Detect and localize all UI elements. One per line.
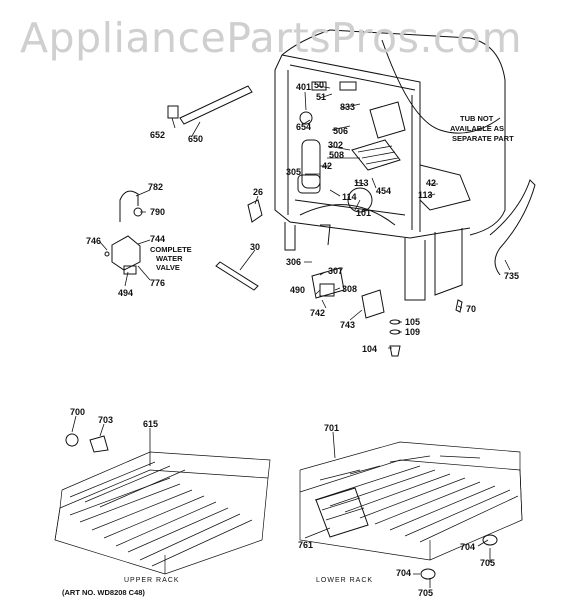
part-label: 746 xyxy=(86,236,101,246)
tub-note-line: TUB NOT xyxy=(460,114,494,123)
part-label: 113 xyxy=(418,190,433,200)
part-label: 51 xyxy=(316,92,326,102)
part-label: 704 xyxy=(396,568,411,578)
valve-note-line: COMPLETE xyxy=(150,245,192,254)
tub-note: TUB NOT AVAILABLE AS SEPARATE PART xyxy=(450,114,514,143)
watermark: AppliancePartsPros.com xyxy=(20,14,523,62)
part-label: 401 xyxy=(296,82,311,92)
part-label: 782 xyxy=(148,182,163,192)
tub-assembly xyxy=(274,29,506,301)
part-label: 494 xyxy=(118,288,133,298)
part-label: 109 xyxy=(405,327,420,337)
part-label: 113 xyxy=(354,178,369,188)
part-label: 735 xyxy=(504,271,519,281)
part-label: 30 xyxy=(250,242,260,252)
part-label: 508 xyxy=(329,150,344,160)
part-label: 704 xyxy=(460,542,475,552)
tub-note-line: SEPARATE PART xyxy=(452,134,514,143)
part-label: 104 xyxy=(362,344,377,354)
part-label: 705 xyxy=(480,558,495,568)
part-label: 101 xyxy=(356,208,371,218)
left-parts xyxy=(104,85,536,357)
part-label: 26 xyxy=(253,187,263,197)
part-label: 833 xyxy=(340,102,355,112)
part-label: 744 xyxy=(150,234,165,244)
valve-note-line: WATER xyxy=(156,254,183,263)
part-label: 454 xyxy=(376,186,391,196)
part-label: 743 xyxy=(340,320,355,330)
part-label: 42 xyxy=(322,161,332,171)
art-number: (ART NO. WD8208 C48) xyxy=(62,588,145,597)
upper-rack-caption: UPPER RACK xyxy=(124,577,180,584)
leader-lines xyxy=(71,85,511,588)
part-label: 705 xyxy=(418,588,433,598)
tub-note-line: AVAILABLE AS xyxy=(450,124,504,133)
part-label: 50 xyxy=(314,80,324,90)
part-label: 701 xyxy=(324,423,339,433)
part-label: 305 xyxy=(286,167,301,177)
part-label: 650 xyxy=(188,134,203,144)
part-label: 703 xyxy=(98,415,113,425)
part-label: 490 xyxy=(290,285,305,295)
part-labels: 50 51 833 401 654 506 302 508 305 42 113… xyxy=(70,80,519,598)
part-label: 105 xyxy=(405,317,420,327)
part-label: 42 xyxy=(426,178,436,188)
part-label: 114 xyxy=(342,192,357,202)
part-label: 506 xyxy=(333,126,348,136)
part-label: 654 xyxy=(296,122,311,132)
part-label: 790 xyxy=(150,207,165,217)
part-label: 652 xyxy=(150,130,165,140)
upper-rack xyxy=(54,433,271,575)
valve-note-line: VALVE xyxy=(156,263,180,272)
part-label: 308 xyxy=(342,284,357,294)
lower-rack xyxy=(299,441,523,580)
part-label: 761 xyxy=(298,540,313,550)
part-label: 700 xyxy=(70,407,85,417)
part-label: 307 xyxy=(328,266,343,276)
part-label: 776 xyxy=(150,278,165,288)
part-label: 615 xyxy=(143,419,158,429)
part-label: 70 xyxy=(466,304,476,314)
part-label: 306 xyxy=(286,257,301,267)
part-label: 302 xyxy=(328,140,343,150)
part-label: 742 xyxy=(310,308,325,318)
lower-rack-caption: LOWER RACK xyxy=(316,577,373,584)
valve-note: COMPLETE WATER VALVE xyxy=(150,245,192,272)
